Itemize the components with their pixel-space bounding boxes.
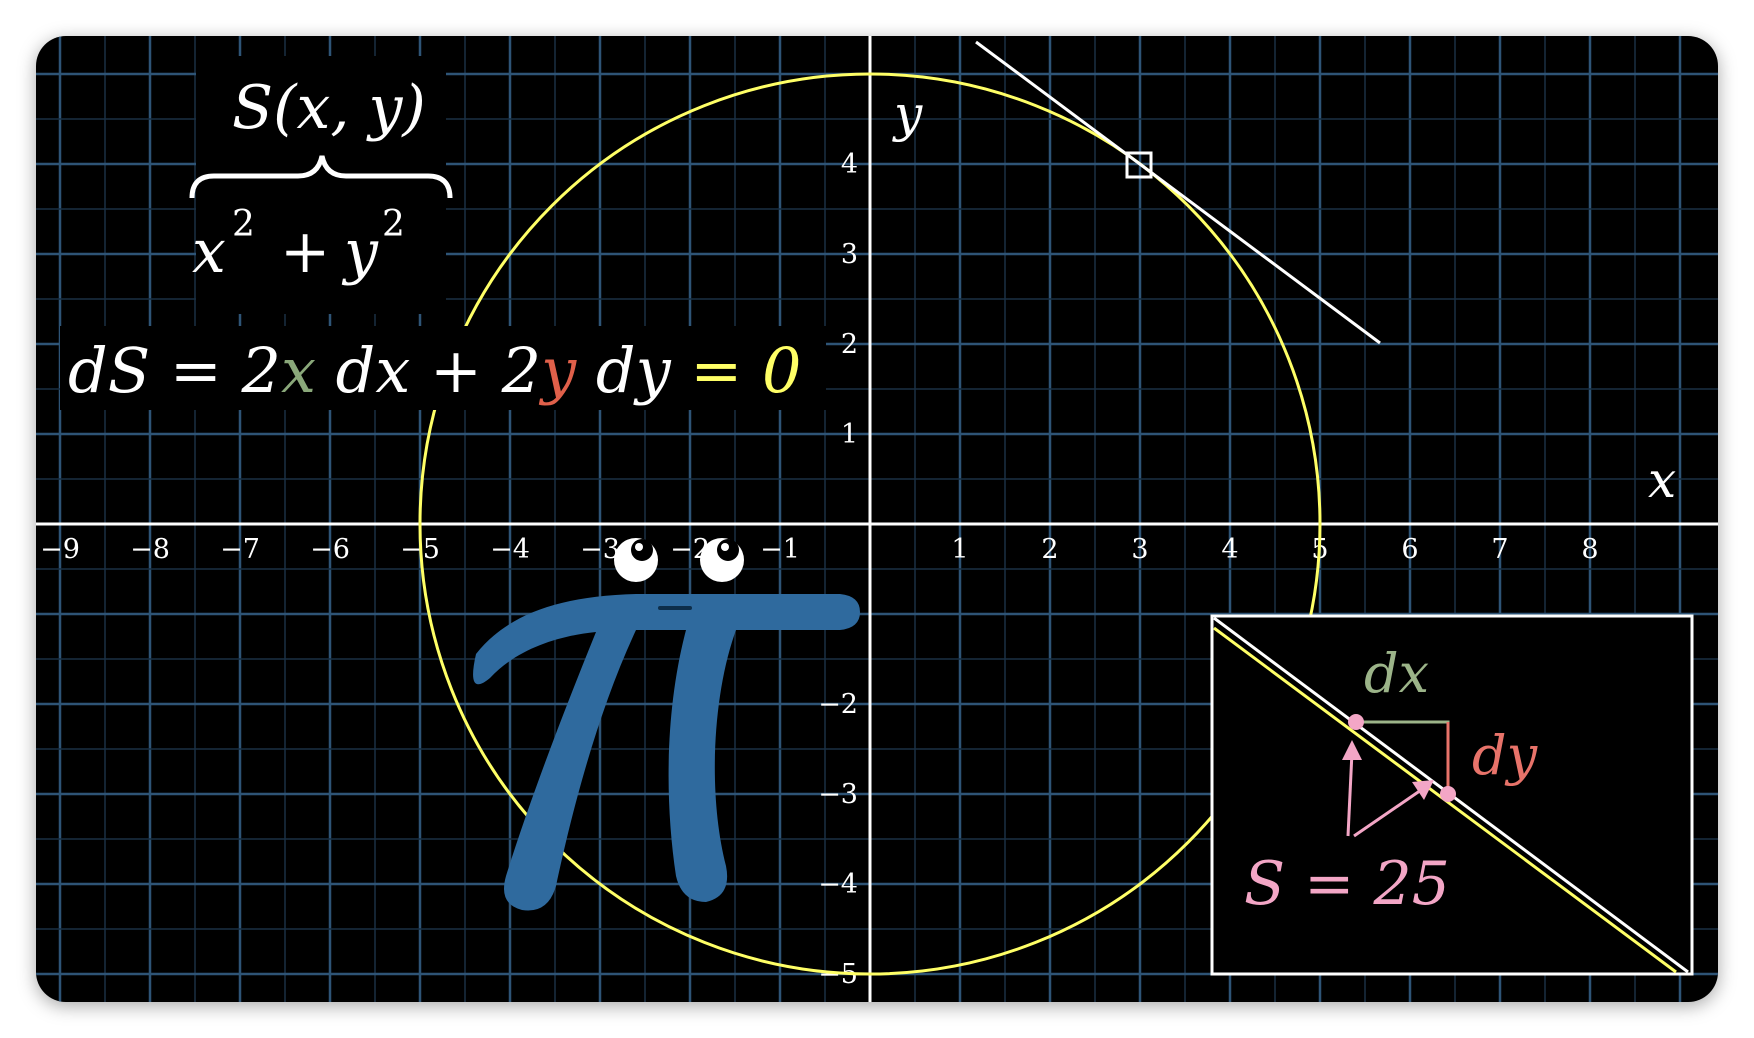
- ds-equation: dS = 2x dx + 2y dy = 0: [68, 334, 801, 407]
- x-tick-label: −8: [130, 534, 170, 565]
- zoom-inset: dx dy S = 25: [1210, 614, 1694, 976]
- s-expr-y: y: [341, 217, 379, 287]
- inset-dx-label: dx: [1364, 642, 1429, 705]
- x-tick-label: −4: [490, 534, 530, 565]
- x-tick-label: 2: [1041, 534, 1058, 565]
- x-tick-label: 4: [1221, 534, 1238, 565]
- x-tick-label: −6: [310, 534, 350, 565]
- y-axis-label: y: [892, 85, 923, 143]
- x-tick-label: 6: [1401, 534, 1418, 565]
- tangent-line: [975, 40, 1381, 345]
- x-tick-label: −7: [220, 534, 260, 565]
- ds-equation-bg: [60, 326, 826, 410]
- level-curve-circle: [418, 72, 1322, 976]
- inset-point-a: [1348, 714, 1364, 730]
- s-function-text: S(x, y): [232, 73, 426, 143]
- y-tick-label: 3: [841, 239, 858, 270]
- arrow-diag: [1353, 786, 1425, 838]
- x-tick-label: 7: [1491, 534, 1508, 565]
- y-tick-label: −2: [818, 689, 858, 720]
- x-tick-label: −3: [580, 534, 620, 565]
- x-tick-label: −1: [760, 534, 800, 565]
- x-tick-label: 1: [951, 534, 968, 565]
- x-axis-label: x: [1648, 451, 1676, 509]
- inset-dy-label: dy: [1472, 724, 1539, 787]
- pi-creature-icon: [473, 538, 860, 911]
- s-expr-x: x: [192, 217, 226, 287]
- s-function-label: S(x, y) x 2 + y 2: [189, 56, 453, 314]
- inset-s-equals: S = 25: [1244, 849, 1450, 919]
- x-tick-label: −9: [40, 534, 80, 565]
- y-tick-label: 4: [841, 149, 858, 180]
- brace-icon: [189, 155, 453, 199]
- arrow-up-head-icon: [1342, 740, 1362, 760]
- arrow-diag-head-icon: [1412, 780, 1434, 800]
- s-expr-plus: +: [280, 217, 330, 287]
- x-tick-label: 3: [1131, 534, 1148, 565]
- s-expr-x-exp: 2: [232, 204, 255, 245]
- y-tick-label: −4: [818, 869, 858, 900]
- inset-point-b: [1440, 786, 1456, 802]
- y-tick-label: −3: [818, 779, 858, 810]
- y-tick-label: 1: [841, 419, 858, 450]
- square-marker-icon: [1125, 151, 1153, 179]
- x-tick-label: 8: [1581, 534, 1598, 565]
- y-tick-label: 2: [841, 329, 858, 360]
- s-expr-y-exp: 2: [382, 204, 405, 245]
- arrow-up: [1346, 751, 1354, 837]
